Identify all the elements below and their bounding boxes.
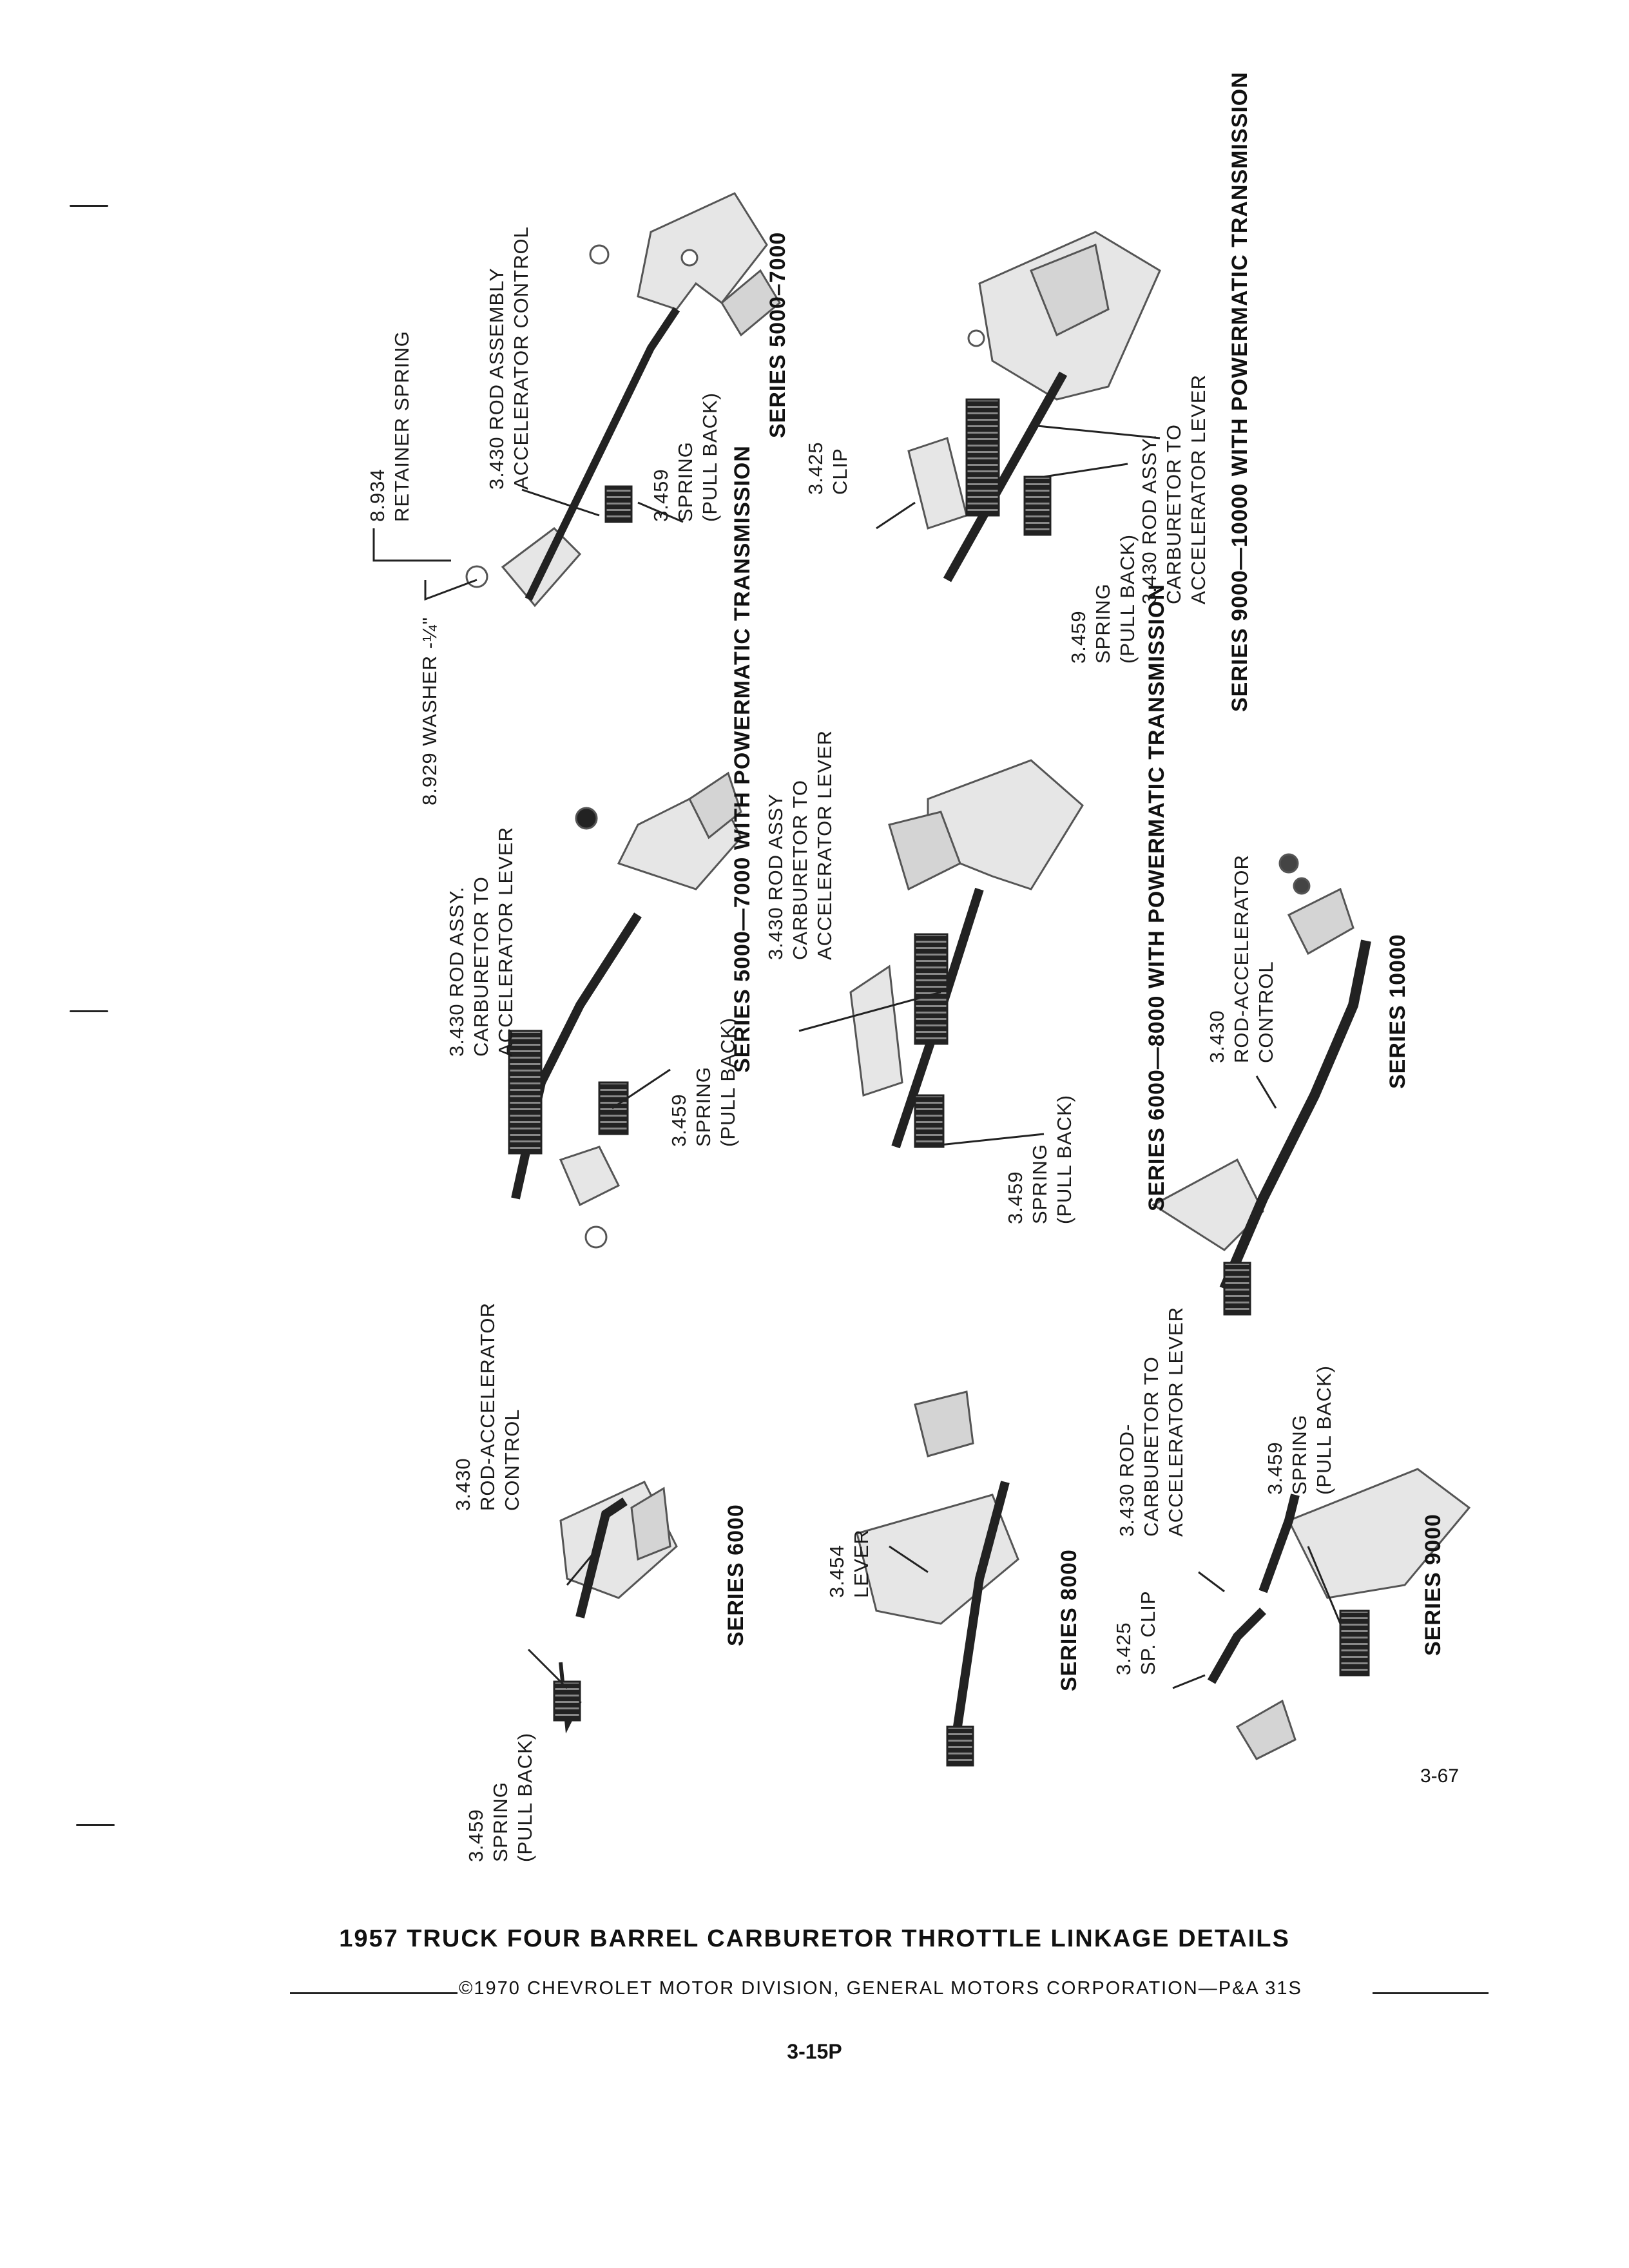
panel-6000-8000-pm-art bbox=[849, 759, 1084, 1149]
label-spring-pull-back: 3.459 SPRING (PULL BACK) bbox=[465, 1732, 536, 1862]
series-label-6000: SERIES 6000 bbox=[724, 1504, 748, 1646]
copyright-line: ©1970 CHEVROLET MOTOR DIVISION, GENERAL … bbox=[459, 1978, 1302, 1999]
label-spring-pull-back: 3.459 SPRING (PULL BACK) bbox=[1067, 533, 1139, 664]
series-label-6000-8000-powermatic: SERIES 6000—8000 WITH POWERMATIC TRANSMI… bbox=[1144, 584, 1169, 1211]
page-title: 1957 TRUCK FOUR BARREL CARBURETOR THROTT… bbox=[339, 1925, 1290, 1952]
label-sp-clip: 3.425 SP. CLIP bbox=[1112, 1590, 1159, 1675]
label-retainer-spring: 8.934 RETAINER SPRING bbox=[366, 331, 413, 522]
series-label-5000-7000: SERIES 5000–7000 bbox=[766, 231, 790, 438]
series-label-9000: SERIES 9000 bbox=[1421, 1514, 1445, 1656]
label-rod-accelerator-control: 3.430 ROD-ACCELERATOR CONTROL bbox=[452, 1302, 523, 1511]
rule-right bbox=[1373, 1992, 1489, 1994]
panel-8000-art bbox=[856, 1390, 1019, 1767]
margin-mark bbox=[70, 1010, 108, 1012]
label-spring-pull-back: 3.459 SPRING (PULL BACK) bbox=[1264, 1365, 1335, 1495]
figure-number: 3-67 bbox=[1420, 1765, 1460, 1787]
panel-6000-art bbox=[553, 1481, 678, 1734]
label-spring-pull-back: 3.459 SPRING (PULL BACK) bbox=[668, 1017, 739, 1147]
panel-5000-7000-pm-art bbox=[508, 771, 742, 1249]
rule-left bbox=[290, 1992, 458, 1994]
page-number: 3-15P bbox=[787, 2040, 842, 2063]
panel-9000-10000-pm-art bbox=[907, 231, 1161, 582]
margin-mark bbox=[70, 205, 108, 207]
label-rod-assy-carb-to-accel: 3.430 ROD ASSY. CARBURETOR TO ACCELERATO… bbox=[1138, 374, 1210, 604]
series-label-9000-10000-powermatic: SERIES 9000—10000 WITH POWERMATIC TRANSM… bbox=[1228, 72, 1252, 712]
series-label-5000-7000-powermatic: SERIES 5000—7000 WITH POWERMATIC TRANSMI… bbox=[730, 445, 755, 1073]
panel-9000-art bbox=[1207, 1468, 1471, 1760]
margin-mark bbox=[76, 1824, 115, 1826]
series-label-8000: SERIES 8000 bbox=[1057, 1549, 1081, 1691]
panel-5000-7000-art bbox=[465, 192, 781, 608]
label-clip: 3.425 CLIP bbox=[804, 441, 851, 495]
label-lever: 3.454 LEVER bbox=[825, 1529, 872, 1598]
label-rod-assembly-accelerator-control: 3.430 ROD ASSEMBLY ACCELERATOR CONTROL bbox=[485, 226, 532, 490]
label-rod-assy-carb-to-accel: 3.430 ROD ASSY. CARBURETOR TO ACCELERATO… bbox=[445, 827, 517, 1057]
label-spring-pull-back: 3.459 SPRING (PULL BACK) bbox=[650, 392, 721, 522]
label-spring-pull-back: 3.459 SPRING (PULL BACK) bbox=[1004, 1094, 1075, 1224]
label-washer: 8.929 WASHER -¼" bbox=[418, 617, 441, 805]
panel-10000-art bbox=[1152, 853, 1371, 1316]
series-label-10000: SERIES 10000 bbox=[1385, 934, 1410, 1089]
label-rod-carb-to-accel: 3.430 ROD- CARBURETOR TO ACCELERATOR LEV… bbox=[1115, 1307, 1187, 1537]
label-rod-accelerator-control: 3.430 ROD-ACCELERATOR CONTROL bbox=[1206, 854, 1277, 1063]
label-rod-assy-carb-to-accel: 3.430 ROD ASSY CARBURETOR TO ACCELERATOR… bbox=[764, 730, 836, 960]
